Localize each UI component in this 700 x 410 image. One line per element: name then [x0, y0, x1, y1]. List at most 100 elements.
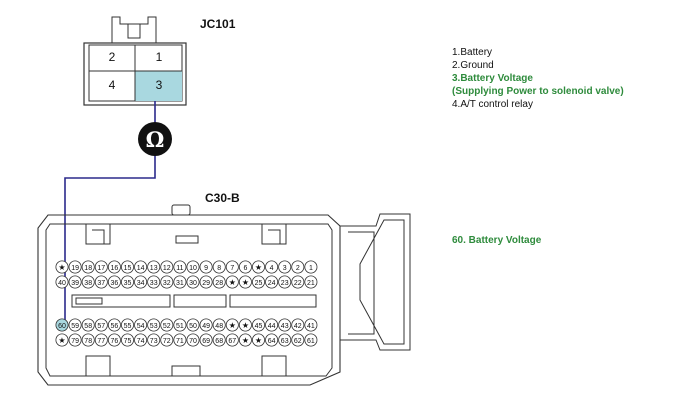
- c30b-pin-cavity: [265, 275, 279, 289]
- c30b-pin-number: 11: [176, 265, 183, 272]
- c30b-pin-cavity: [160, 260, 174, 274]
- c30b-pin-cavity: [186, 275, 200, 289]
- c30b-pin-cavity: [212, 318, 226, 332]
- jc101-connector: [83, 16, 187, 106]
- c30b-pin-cavity: [81, 260, 95, 274]
- c30b-pin-cavity: [212, 260, 226, 274]
- c30b-pin-cavity: [225, 318, 239, 332]
- c30b-pin-number: ★: [242, 321, 249, 330]
- c30b-pin-number: 53: [150, 323, 158, 330]
- c30b-pin-number: 8: [217, 265, 221, 272]
- c30b-pin-number: 67: [228, 338, 236, 345]
- c30b-pin-cavity: [278, 333, 292, 347]
- c30b-pin-cavity: [121, 333, 135, 347]
- c30b-pin-number: 4: [270, 265, 274, 272]
- c30b-pin-number: 15: [124, 265, 132, 272]
- c30b-pin-cavity: [68, 318, 82, 332]
- c30b-pin-cavity: [68, 275, 82, 289]
- c30b-pin-cavity: [94, 333, 108, 347]
- c30b-pin-cavity: [238, 318, 252, 332]
- c30b-pin-number: 62: [294, 338, 302, 345]
- c30b-pin-cavity: [199, 260, 213, 274]
- c30b-pin-cavity: [278, 275, 292, 289]
- legend-item-4: 4.A/T control relay: [452, 99, 533, 110]
- c30b-pin-number: ★: [229, 278, 236, 287]
- c30b-pin-cavity: [212, 275, 226, 289]
- c30b-pin-cavity: [55, 318, 69, 332]
- c30b-pin-number: 64: [268, 338, 276, 345]
- c30b-pin-cavity: [291, 318, 305, 332]
- c30b-pin-number: 12: [163, 265, 171, 272]
- c30b-pin-cavity: [121, 318, 135, 332]
- c30b-pin-number: 16: [111, 265, 119, 272]
- c30b-pin-cavity: [225, 275, 239, 289]
- c30b-pin-cavity: [134, 333, 148, 347]
- c30b-pin-cavity: [147, 260, 161, 274]
- c30b-pin-cavity: [107, 318, 121, 332]
- c30b-pin-cavity: [251, 318, 265, 332]
- c30b-pin-cavity: [186, 260, 200, 274]
- c30b-pin-number: 48: [215, 323, 223, 330]
- c30b-pin-cavity: [134, 260, 148, 274]
- c30b-pin-number: 70: [189, 338, 197, 345]
- c30b-pin-cavity: [55, 333, 69, 347]
- c30b-pin-number: 23: [281, 280, 289, 287]
- c30b-pin-cavity: [251, 275, 265, 289]
- c30b-pin-number: 29: [202, 280, 210, 287]
- c30b-pin-cavity: [251, 260, 265, 274]
- c30b-pin-cavity: [251, 333, 265, 347]
- c30b-pin-cavity: [94, 318, 108, 332]
- c30b-pin-number: 6: [243, 265, 247, 272]
- c30b-pin-number: 35: [124, 280, 132, 287]
- c30b-pin-number: 75: [124, 338, 132, 345]
- c30b-pin-number: 36: [111, 280, 119, 287]
- pin-legend: 1.Battery 2.Ground 3.Battery Voltage (Su…: [452, 46, 624, 111]
- c30b-pin-cavity: [147, 275, 161, 289]
- c30b-pin-cavity: [160, 275, 174, 289]
- legend-item-3: 3.Battery Voltage: [452, 73, 533, 84]
- c30b-pin-number: 33: [150, 280, 158, 287]
- c30b-pin-cavity: [291, 275, 305, 289]
- c30b-pin-number: 74: [137, 338, 145, 345]
- c30b-pin-number: 24: [268, 280, 276, 287]
- c30b-connector: [37, 204, 411, 386]
- c30b-pin-number: ★: [58, 336, 65, 345]
- c30b-pin-number: 3: [283, 265, 287, 272]
- c30b-pin-number: 78: [84, 338, 92, 345]
- c30b-pin-cavity: [173, 318, 187, 332]
- c30b-pin-cavity: [278, 260, 292, 274]
- c30b-pin-number: 55: [124, 323, 132, 330]
- c30b-pin-number: 34: [137, 280, 145, 287]
- c30b-pin-cavity: [265, 260, 279, 274]
- c30b-pin-number: 18: [84, 265, 92, 272]
- c30b-pin-number: 43: [281, 323, 289, 330]
- c30b-pin-number: 44: [268, 323, 276, 330]
- c30b-pin-number: 72: [163, 338, 171, 345]
- c30b-pin-number: 58: [84, 323, 92, 330]
- jc101-name: JC101: [200, 17, 236, 31]
- c30b-pin-cavity: [147, 333, 161, 347]
- legend-item-1: 1.Battery: [452, 47, 493, 58]
- c30b-pin-number: 60: [58, 323, 66, 330]
- c30b-pin-number: 25: [255, 280, 263, 287]
- c30b-pin-number: 52: [163, 323, 171, 330]
- c30b-pin-number: 63: [281, 338, 289, 345]
- c30b-pin-cavity: [81, 275, 95, 289]
- jc101-pin-4: 4: [109, 78, 116, 92]
- c30b-pin-number: ★: [242, 278, 249, 287]
- legend-item-2: 2.Ground: [452, 60, 494, 71]
- c30b-pin-number: 32: [163, 280, 171, 287]
- c30b-pin-cavity: [107, 333, 121, 347]
- c30b-pin-cavity: [238, 275, 252, 289]
- c30b-pin-number: 76: [111, 338, 119, 345]
- c30b-pin-cavity: [134, 318, 148, 332]
- c30b-pin-cavity: [225, 333, 239, 347]
- c30b-pin-cavity: [304, 275, 318, 289]
- jc101-pin-3-highlight: [135, 71, 182, 101]
- c30b-pin-number: 51: [176, 323, 184, 330]
- c30b-pin-cavity: [121, 275, 135, 289]
- c30b-pin-number: 30: [189, 280, 197, 287]
- c30b-pin-number: 28: [215, 280, 223, 287]
- jc101-pin-1: 1: [156, 50, 163, 64]
